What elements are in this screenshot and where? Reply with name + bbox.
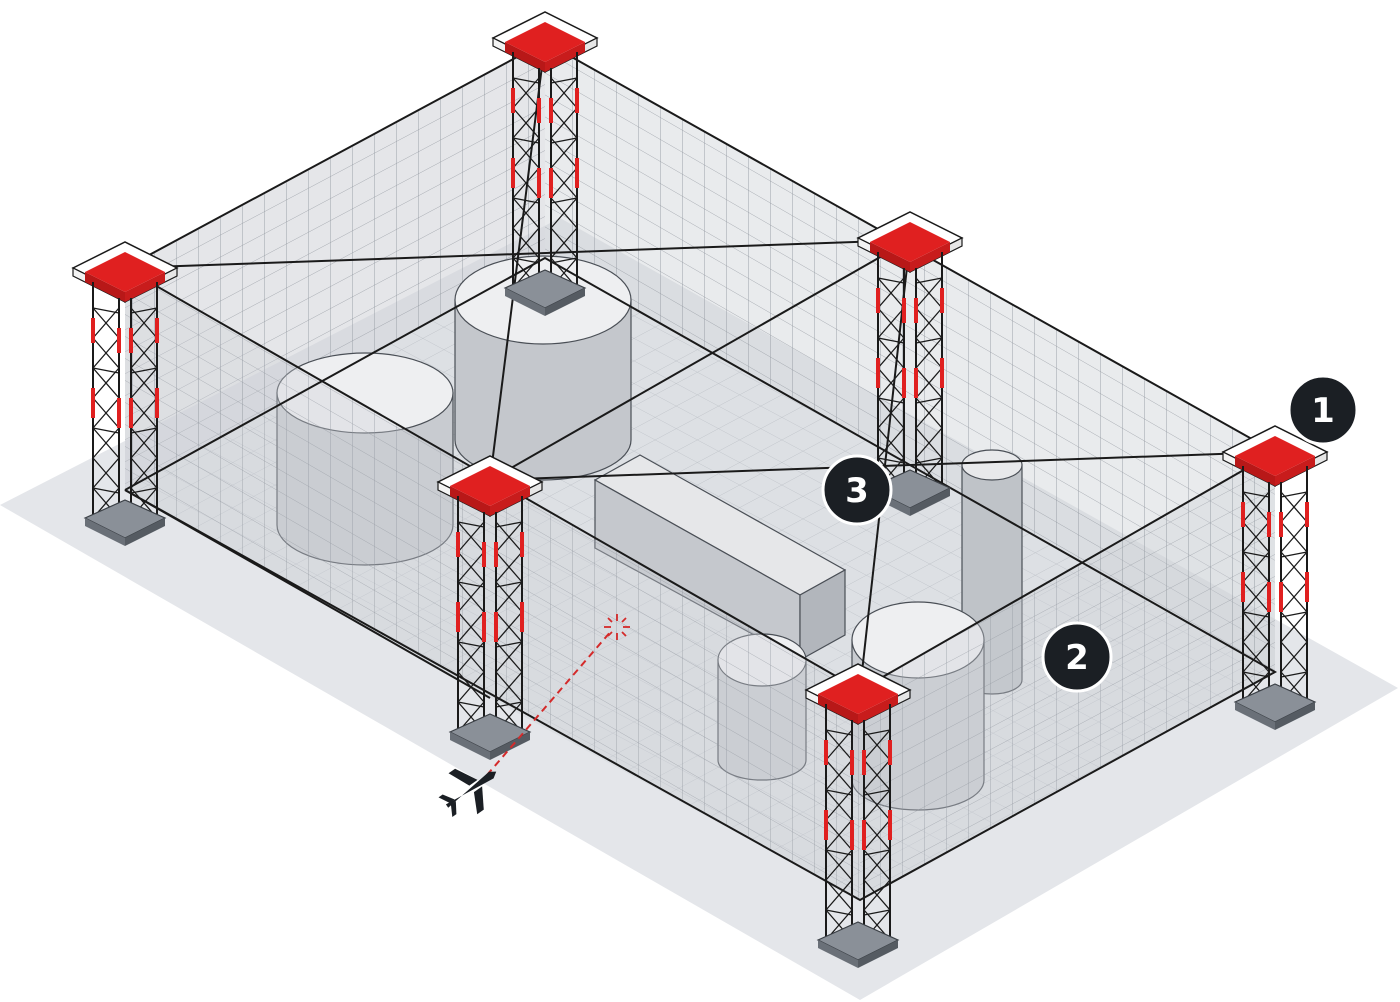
drone-icon (438, 768, 497, 818)
container-block (593, 454, 847, 662)
callout-1: 1 (1287, 374, 1359, 446)
laser-beam (486, 629, 613, 776)
callout-3: 3 (821, 454, 893, 526)
callout-1-label: 1 (1311, 391, 1335, 431)
laser-target-icon (604, 614, 630, 640)
callout-3-label: 3 (845, 471, 869, 511)
callout-2-label: 2 (1065, 638, 1089, 678)
callout-2: 2 (1041, 621, 1113, 693)
